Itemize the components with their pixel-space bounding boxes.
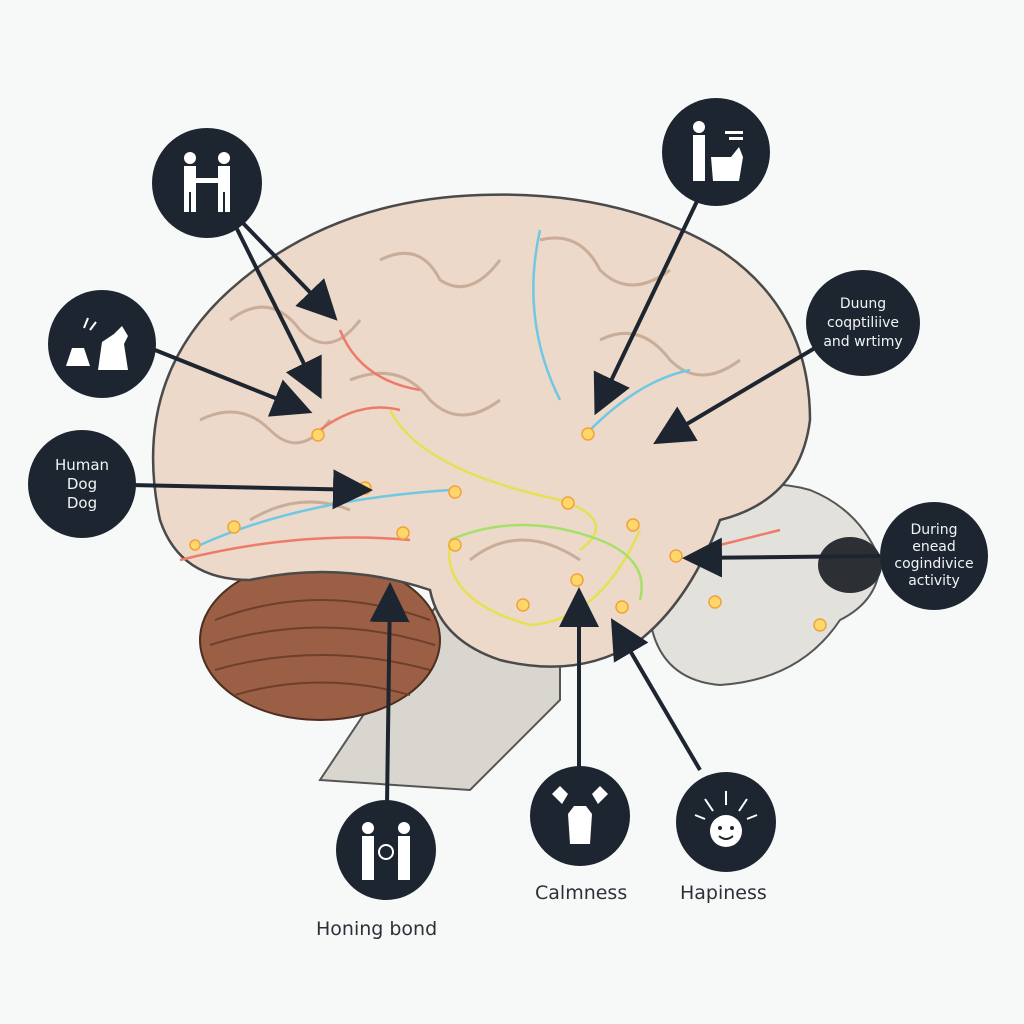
dogs-barking-icon — [66, 317, 128, 370]
dogs-badge — [48, 290, 156, 398]
person-petting-dog-icon — [693, 121, 743, 181]
dog-nose — [818, 537, 882, 593]
badge-text: activity — [908, 573, 960, 589]
bonding-badge — [336, 800, 436, 900]
handshake-badge — [152, 128, 262, 238]
badge-text: enead — [912, 539, 956, 555]
badge-text: During — [910, 522, 958, 538]
dog-hands-icon — [552, 786, 608, 844]
calmness-badge — [530, 766, 630, 866]
badge-text: and wrtimy — [823, 333, 903, 350]
handshake-icon — [184, 152, 230, 212]
two-people-bond-icon — [362, 822, 410, 880]
human-dog-badge: Human Dog Dog — [28, 430, 136, 538]
badge-text: Human — [54, 455, 110, 474]
happiness-caption: Hapiness — [680, 882, 767, 904]
badge-text: Dog — [66, 493, 98, 512]
calmness-caption: Calmness — [535, 882, 628, 904]
badge-text: Duung — [839, 295, 887, 312]
badge-text: coqptiliive — [827, 314, 899, 331]
happiness-badge — [676, 772, 776, 872]
cognitive-activity-badge-right: During enead cogindivice activity — [880, 502, 988, 610]
human-petting-dog-badge — [662, 98, 770, 206]
smiley-sun-icon — [694, 791, 758, 847]
badge-text: Dog — [66, 474, 98, 493]
bonding-caption: Honing bond — [316, 918, 438, 940]
pointer-arrows — [129, 194, 881, 806]
badge-text: cogindivice — [894, 556, 974, 572]
cerebellum — [199, 559, 441, 721]
cognitive-activity-badge-top: Duung coqptiliive and wrtimy — [806, 270, 920, 376]
